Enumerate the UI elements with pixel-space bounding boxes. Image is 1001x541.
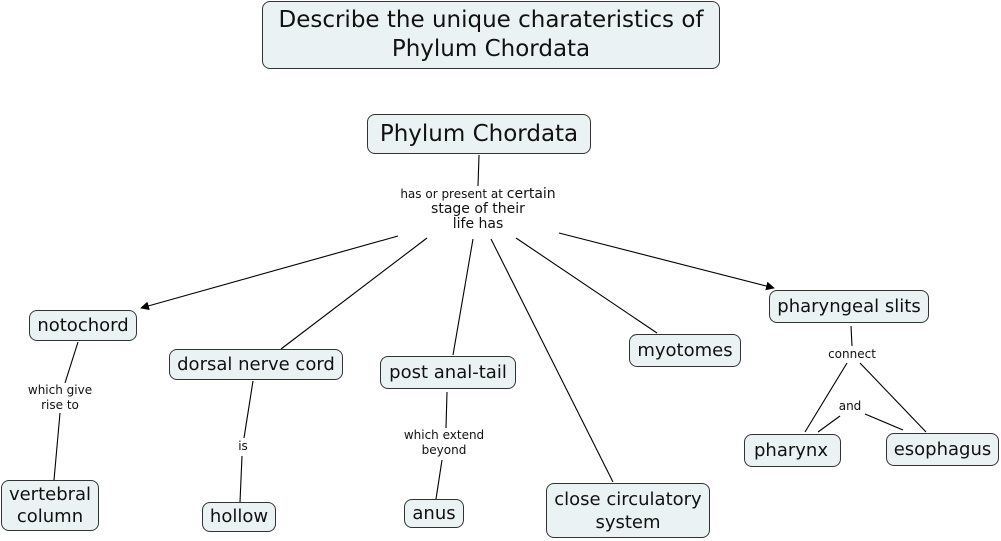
- concept-pharyngeal-slits[interactable]: pharyngeal slits: [769, 290, 929, 323]
- linking-phrase-is: is: [238, 439, 248, 454]
- link-phrase-to-dorsal: [280, 237, 428, 350]
- concept-label: close circulatory system: [554, 488, 702, 533]
- phrase-text: life has: [452, 216, 504, 232]
- link-phrase-to-notochord: [140, 235, 399, 311]
- phrase-text: certain: [506, 186, 556, 202]
- concept-dorsal-nerve-cord[interactable]: dorsal nerve cord: [169, 349, 343, 380]
- concept-label: esophagus: [893, 438, 992, 460]
- link-phrase-to-myotomes: [515, 237, 658, 334]
- linking-phrase-connect: connect: [828, 347, 876, 362]
- linking-phrase-extend-beyond: which extend beyond: [399, 428, 489, 458]
- concept-label: dorsal nerve cord: [177, 353, 335, 375]
- linking-phrase-has: has or present at certain stage of their…: [400, 186, 556, 232]
- concept-myotomes[interactable]: myotomes: [629, 334, 741, 367]
- concept-label: hollow: [209, 506, 269, 527]
- concept-close-circulatory-system[interactable]: close circulatory system: [546, 483, 710, 538]
- link-connect-to-esophagus: [859, 362, 927, 433]
- link-phrase-to-tail: [452, 238, 474, 356]
- concept-pharynx[interactable]: pharynx: [744, 434, 841, 467]
- link-phrase-to-slits: [558, 232, 775, 291]
- concept-label: anus: [412, 502, 456, 524]
- concept-hollow[interactable]: hollow: [202, 502, 276, 532]
- link-phrase-to-vertebral: [53, 412, 61, 481]
- linking-phrase-and: and: [838, 399, 862, 414]
- link-is-to-hollow: [239, 455, 243, 503]
- concept-label: vertebral column: [8, 483, 92, 527]
- concept-notochord[interactable]: notochord: [29, 310, 137, 341]
- phrase-text: and: [838, 399, 862, 413]
- concept-label: post anal-tail: [389, 361, 507, 383]
- phrase-text: which extend beyond: [403, 428, 485, 457]
- concept-label: pharynx: [754, 439, 828, 461]
- phrase-text: is: [238, 439, 248, 453]
- link-and-to-esophagus: [864, 413, 904, 431]
- concept-vertebral-column[interactable]: vertebral column: [1, 480, 99, 531]
- question-text: Describe the unique charateristics of Ph…: [278, 7, 704, 62]
- question-box: Describe the unique charateristics of Ph…: [262, 1, 720, 69]
- concept-post-anal-tail[interactable]: post anal-tail: [380, 356, 516, 389]
- concept-esophagus[interactable]: esophagus: [886, 433, 999, 466]
- link-root-to-phrase: [477, 154, 480, 187]
- link-connect-to-pharynx: [804, 362, 848, 433]
- link-tail-to-phrase: [445, 391, 448, 429]
- phrase-text: connect: [828, 347, 876, 361]
- phrase-text: which give rise to: [27, 383, 93, 412]
- link-slits-to-connect: [850, 325, 853, 347]
- concept-phylum-chordata[interactable]: Phylum Chordata: [367, 114, 591, 154]
- concept-label: notochord: [37, 314, 129, 336]
- concept-label: myotomes: [637, 339, 733, 361]
- concept-anus[interactable]: anus: [404, 499, 464, 528]
- phrase-text: has or present at: [400, 187, 503, 201]
- link-dorsal-to-is: [243, 380, 254, 439]
- concept-label: pharyngeal slits: [777, 295, 921, 317]
- link-notochord-to-phrase: [64, 341, 79, 384]
- link-pharynx-to-and: [817, 415, 841, 433]
- link-phrase-to-circulatory: [490, 238, 614, 483]
- linking-phrase-give-rise: which give rise to: [20, 383, 100, 413]
- concept-label: Phylum Chordata: [379, 121, 579, 147]
- link-phrase-to-anus: [435, 459, 443, 500]
- phrase-text: stage of their: [431, 201, 525, 217]
